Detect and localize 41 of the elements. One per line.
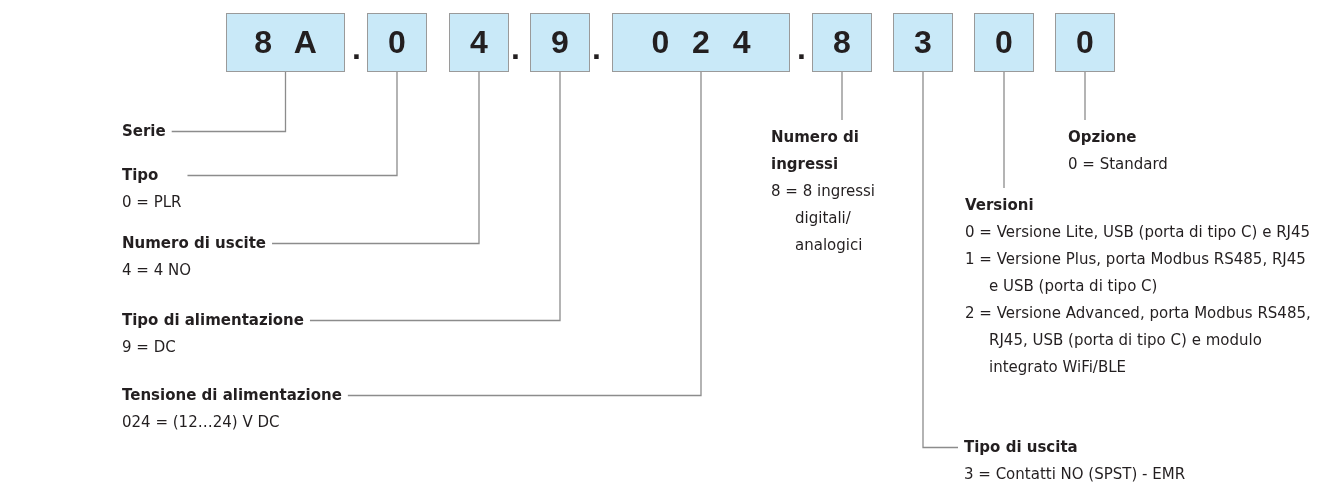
code-value-description: 8 = 8 ingressi digitali/ analogici xyxy=(771,181,877,256)
code-value-description: 0 = Versione Lite, USB (porta di tipo C) e RJ45 xyxy=(965,222,1312,243)
separator-dot: . xyxy=(592,30,601,67)
code-value-description: 4 = 4 NO xyxy=(122,260,192,281)
leader-line xyxy=(347,71,702,397)
code-value-description: 024 = (12…24) V DC xyxy=(122,412,281,433)
leader-line xyxy=(171,71,287,133)
code-digit-box: 9 xyxy=(530,13,590,72)
field-heading: Tipo di alimentazione xyxy=(122,310,304,331)
code-digit-box: 0 xyxy=(1055,13,1115,72)
code-value-description: 0 = PLR xyxy=(122,192,182,213)
leader-line xyxy=(186,71,398,177)
code-digit-box: 0 2 4 xyxy=(612,13,790,72)
code-value-description: 3 = Contatti NO (SPST) - EMR xyxy=(964,464,1186,485)
leader-line xyxy=(922,71,959,449)
leader-line xyxy=(841,71,843,121)
code-digit-box: 8 A xyxy=(226,13,345,72)
field-heading: Serie xyxy=(122,121,166,142)
code-value-description: 9 = DC xyxy=(122,337,177,358)
leader-line xyxy=(1084,71,1086,121)
code-value-description: 1 = Versione Plus, porta Modbus RS485, RJ45 e USB (porta di tipo C) xyxy=(965,249,1307,297)
field-heading: Tensione di alimentazione xyxy=(122,385,342,406)
code-digit-box: 0 xyxy=(367,13,427,72)
separator-dot: . xyxy=(511,30,520,67)
field-heading: Versioni xyxy=(965,195,1034,216)
code-value-description: 2 = Versione Advanced, porta Modbus RS485, RJ45, USB (porta di tipo C) e modulo integrato WiFi/BLE xyxy=(965,303,1312,378)
code-digit-box: 4 xyxy=(449,13,509,72)
code-digit-box: 3 xyxy=(893,13,953,72)
leader-line xyxy=(309,71,561,322)
code-digit-box: 0 xyxy=(974,13,1034,72)
leader-line xyxy=(1003,71,1005,189)
field-heading: Numero di uscite xyxy=(122,233,267,254)
leader-line xyxy=(271,71,480,245)
field-heading: Tipo xyxy=(122,165,159,186)
field-heading: Opzione xyxy=(1068,127,1137,148)
separator-dot: . xyxy=(797,30,806,67)
code-digit-box: 8 xyxy=(812,13,872,72)
code-value-description: 0 = Standard xyxy=(1068,154,1168,175)
separator-dot: . xyxy=(352,30,361,67)
field-heading: Numero di ingressi xyxy=(771,127,860,175)
field-heading: Tipo di uscita xyxy=(964,437,1078,458)
